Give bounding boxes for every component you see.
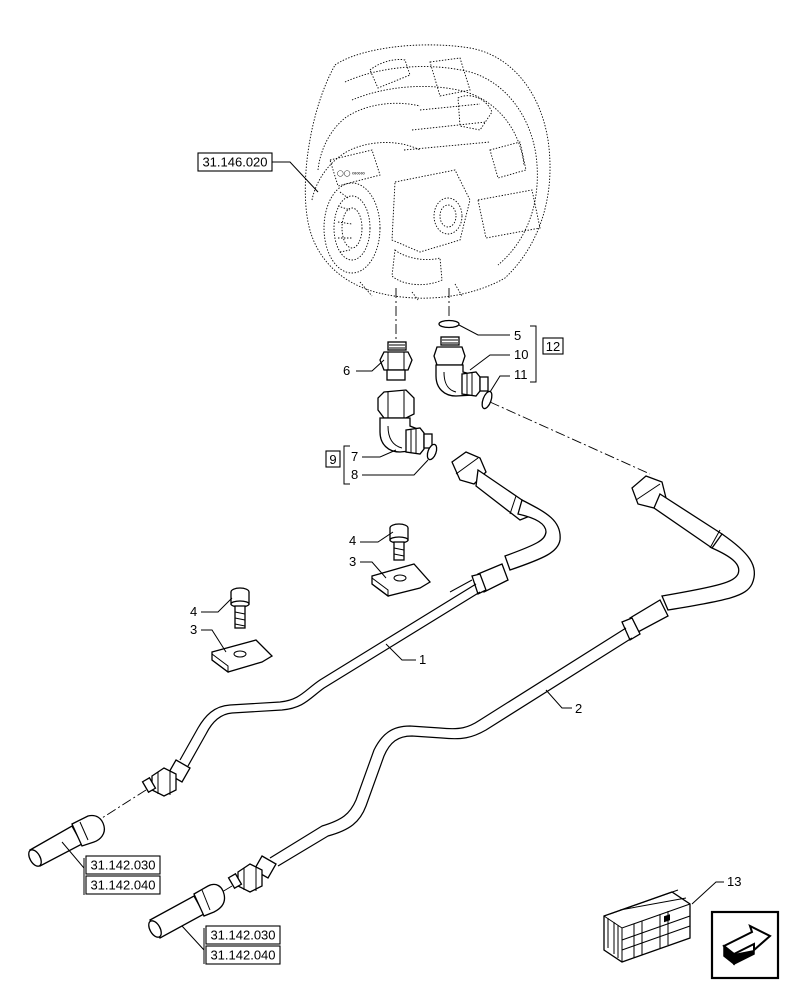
callout-12: 12 [546, 339, 560, 354]
elbow-fitting-10 [433, 336, 489, 397]
centerline-pipe-1 [101, 789, 147, 819]
leader-4-left [201, 597, 233, 613]
ref-31-142-030-left: 31.142.030 [90, 858, 155, 873]
bolt-4-left [230, 587, 250, 629]
callout-10: 10 [514, 347, 528, 362]
ref-box-bottom-a[interactable]: 31.142.030 [205, 925, 281, 945]
leader-10 [469, 354, 510, 371]
callout-4-right: 4 [349, 533, 356, 548]
leader-13 [691, 881, 724, 905]
callout-3-right: 3 [349, 554, 356, 569]
svg-text:◯◯ ∞∞∞: ◯◯ ∞∞∞ [337, 170, 365, 177]
packing-crate-icon [603, 889, 691, 963]
centerline-pipe-2 [489, 401, 651, 475]
callout-1: 1 [419, 652, 426, 667]
mating-pipe-left [28, 814, 106, 867]
callout-2: 2 [575, 701, 582, 716]
callout-9: 9 [329, 452, 336, 467]
callout-11: 11 [514, 367, 528, 382]
leader-3-right [360, 561, 387, 579]
callout-4-left: 4 [190, 604, 197, 619]
ref-box-left-a[interactable]: 31.142.030 [85, 855, 161, 875]
elbow-fitting-7 [377, 389, 433, 455]
callout-9-box[interactable]: 9 [325, 450, 341, 468]
hydraulic-pipe-1 [141, 451, 561, 797]
hydraulic-pipe-2 [227, 475, 756, 893]
callout-12-box[interactable]: 12 [542, 337, 564, 355]
o-ring-5 [438, 319, 460, 329]
leader-7 [362, 449, 397, 458]
clamp-3-left [211, 639, 274, 673]
ref-31-142-030-bottom: 31.142.030 [210, 928, 275, 943]
leader-2 [545, 689, 572, 709]
callout-5: 5 [514, 328, 521, 343]
ref-31-142-040-left: 31.142.040 [90, 878, 155, 893]
ref-31-142-040-bottom: 31.142.040 [210, 948, 275, 963]
transmission-housing-phantom: ◯◯ ∞∞∞ [304, 44, 551, 301]
callout-6: 6 [343, 363, 350, 378]
leader-3-left [201, 629, 227, 653]
ref-31-146-020: 31.146.020 [202, 155, 267, 170]
next-page-arrow-button[interactable] [710, 910, 780, 980]
mating-pipe-bottom [148, 883, 226, 939]
bracket-12 [530, 325, 537, 383]
ref-box-left-b[interactable]: 31.142.040 [85, 875, 161, 895]
callout-13: 13 [727, 874, 741, 889]
o-ring-11 [481, 390, 493, 410]
ref-box-top[interactable]: 31.146.020 [197, 152, 273, 172]
bolt-4-right [389, 523, 409, 561]
clamp-3-right [371, 563, 432, 597]
leader-11 [489, 375, 510, 393]
leader-bottom-ref [181, 925, 205, 960]
callout-3-left: 3 [190, 622, 197, 637]
leader-6 [356, 359, 385, 372]
leader-8 [362, 459, 429, 476]
bracket-9 [343, 445, 350, 485]
leader-1 [385, 643, 416, 661]
leader-31-146-020 [272, 161, 319, 193]
callout-7: 7 [351, 449, 358, 464]
ref-box-bottom-b[interactable]: 31.142.040 [205, 945, 281, 965]
next-page-arrow-icon [722, 924, 772, 966]
adapter-fitting-6 [379, 341, 413, 381]
o-ring-8 [426, 443, 438, 461]
leader-4-right [360, 531, 394, 543]
leader-5 [458, 324, 510, 336]
callout-8: 8 [351, 467, 358, 482]
